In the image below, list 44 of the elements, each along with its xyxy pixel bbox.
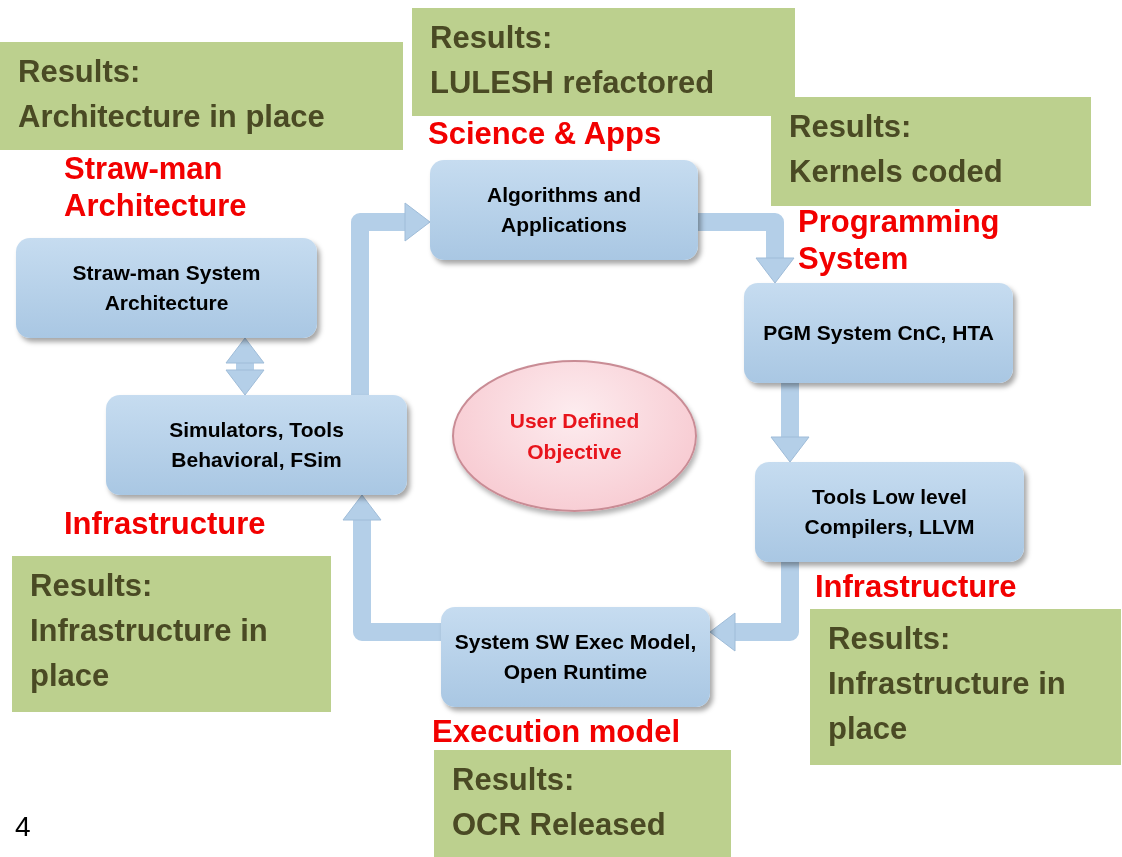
stage-title: Infrastructure [64, 505, 267, 543]
result-box [810, 609, 1121, 765]
result-text: LULESH refactored [430, 63, 716, 102]
block-arrow [342, 494, 441, 641]
stage-title: Programming System [798, 203, 1001, 278]
process-box [430, 160, 698, 260]
result-box [0, 42, 403, 150]
stage-title: Infrastructure [815, 568, 1018, 606]
box-label: System SW Exec Model, Open Runtime [453, 628, 698, 685]
block-arrow [770, 383, 810, 463]
result-box [771, 97, 1091, 206]
box-label: Tools Low level Compilers, LLVM [803, 483, 976, 540]
box-label: Algorithms and Applications [486, 181, 642, 238]
objective-label: User Defined Objective [508, 407, 641, 465]
process-box [16, 238, 317, 338]
result-box [12, 556, 331, 712]
result-text: Kernels coded [789, 152, 1004, 191]
result-heading: Results: [430, 19, 554, 57]
stage-title: Science & Apps [428, 115, 663, 153]
result-heading: Results: [828, 620, 952, 658]
result-box [434, 750, 731, 857]
process-box [106, 395, 407, 495]
box-label: Straw-man System Architecture [71, 259, 262, 316]
box-label: PGM System CnC, HTA [763, 319, 994, 346]
result-text: Infrastructure in place [828, 664, 1067, 748]
page-number: 4 [15, 810, 32, 844]
result-heading: Results: [18, 53, 142, 91]
block-arrow [709, 562, 799, 652]
result-text: Infrastructure in place [30, 611, 269, 695]
block-arrow [225, 337, 265, 396]
result-text: OCR Released [452, 805, 667, 844]
stage-title: Execution model [432, 713, 682, 751]
process-box [441, 607, 710, 707]
result-heading: Results: [789, 108, 913, 146]
stage-title: Straw-man Architecture [64, 150, 248, 225]
block-arrow [351, 202, 431, 395]
process-box [744, 283, 1013, 383]
result-text: Architecture in place [18, 97, 326, 136]
result-box [412, 8, 795, 116]
block-arrow [698, 213, 795, 284]
process-box [755, 462, 1024, 562]
box-label: Simulators, Tools Behavioral, FSim [168, 416, 345, 473]
result-heading: Results: [30, 567, 154, 605]
result-heading: Results: [452, 761, 576, 799]
